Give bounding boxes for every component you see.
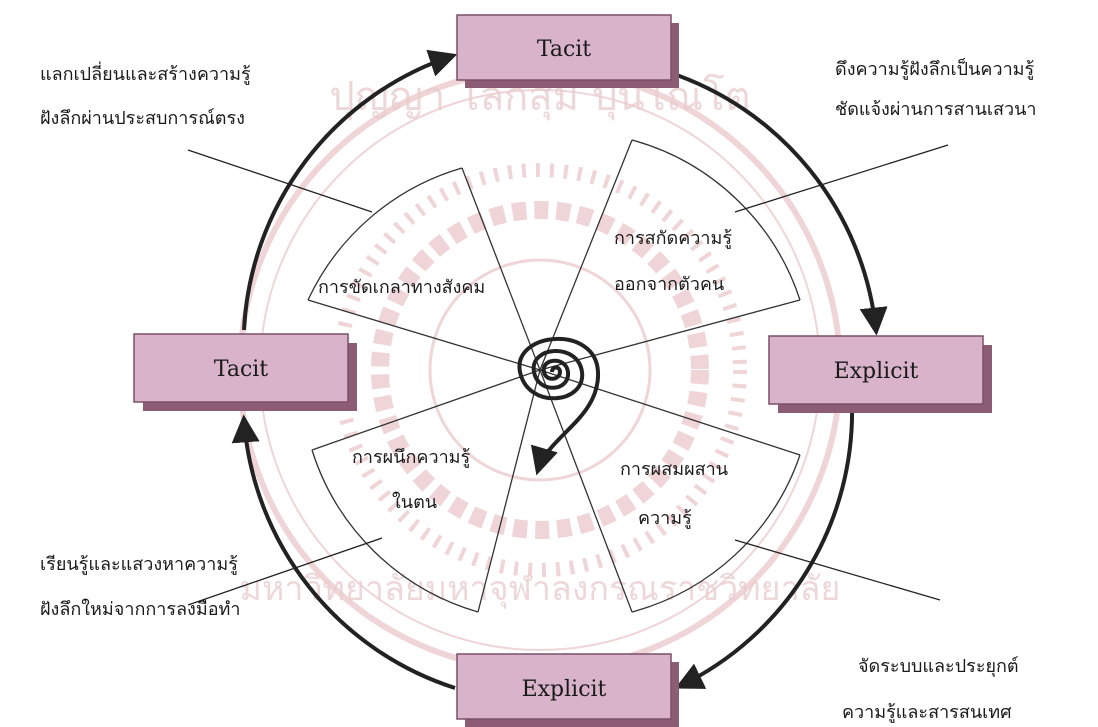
corner-notes: แลกเปลี่ยนและสร้างความรู้ ฝังลึกผ่านประส…	[40, 57, 1037, 723]
note-top-right-1: ดึงความรู้ฝังลึกเป็นความรู้	[835, 57, 1035, 80]
note-bottom-right-2: ความรู้และสารสนเทศ	[842, 702, 1012, 723]
watermark-bottom-text: มหาวิทยาลัยมหาจุฬาลงกรณราชวิทยาลัย	[240, 569, 841, 609]
sector-socialization-arc	[307, 167, 463, 301]
sector-internalization-label-1: การผนึกความรู้	[352, 447, 471, 468]
note-bottom-left-2: ฝังลึกใหม่จากการลงมือทำ	[40, 598, 240, 620]
sector-combination-arc	[631, 454, 801, 613]
sector-internalization-arc	[311, 449, 479, 613]
box-right-explicit: Explicit	[768, 335, 992, 413]
box-left-tacit: Tacit	[133, 333, 357, 411]
arc-top-to-right	[667, 70, 888, 336]
sector-internalization-label-2: ในตน	[392, 491, 437, 513]
outer-cycle	[231, 49, 888, 690]
center-spiral	[517, 337, 601, 476]
note-top-left-2: ฝังลึกผ่านประสบการณ์ตรง	[40, 108, 245, 129]
inner-sectors	[307, 139, 801, 613]
sector-socialization-label: การขัดเกลาทางสังคม	[318, 277, 485, 298]
box-bottom-explicit: Explicit	[456, 653, 679, 727]
sector-edge-7	[477, 369, 541, 613]
note-bottom-right-1: จัดระบบและประยุกต์	[858, 656, 1019, 677]
sector-edge-2	[461, 167, 541, 371]
sector-edge-4	[539, 299, 801, 371]
sector-edge-3	[539, 139, 633, 371]
sector-externalization-label-1: การสกัดความรู้	[614, 228, 732, 249]
sector-edge-1	[307, 299, 541, 371]
sector-combination-label-2: ความรู้	[638, 508, 692, 529]
sector-externalization-label-2: ออกจากตัวคน	[614, 274, 724, 295]
box-top-label: Tacit	[537, 37, 591, 62]
sector-labels: การขัดเกลาทางสังคม การสกัดความรู้ ออกจาก…	[318, 228, 732, 529]
box-right-label: Explicit	[834, 359, 919, 384]
box-bottom-label: Explicit	[522, 677, 607, 702]
sector-edge-6	[539, 369, 633, 613]
box-left-label: Tacit	[214, 357, 268, 382]
note-bottom-left-1: เรียนรู้และแสวงหาความรู้	[40, 554, 238, 575]
note-top-right-2: ชัดแจ้งผ่านการสานเสวนา	[835, 99, 1037, 120]
leader-lines	[187, 144, 949, 606]
sector-externalization-arc	[631, 139, 801, 301]
sector-combination-label-1: การผสมผสาน	[620, 459, 728, 480]
sector-edge-5	[539, 369, 801, 456]
arc-right-to-bottom	[674, 403, 855, 689]
box-top-tacit: Tacit	[456, 14, 679, 88]
sector-edge-8	[311, 369, 541, 451]
note-top-left-1: แลกเปลี่ยนและสร้างความรู้	[40, 61, 251, 85]
arc-left-to-top	[242, 49, 458, 331]
arc-bottom-to-left	[231, 414, 456, 690]
